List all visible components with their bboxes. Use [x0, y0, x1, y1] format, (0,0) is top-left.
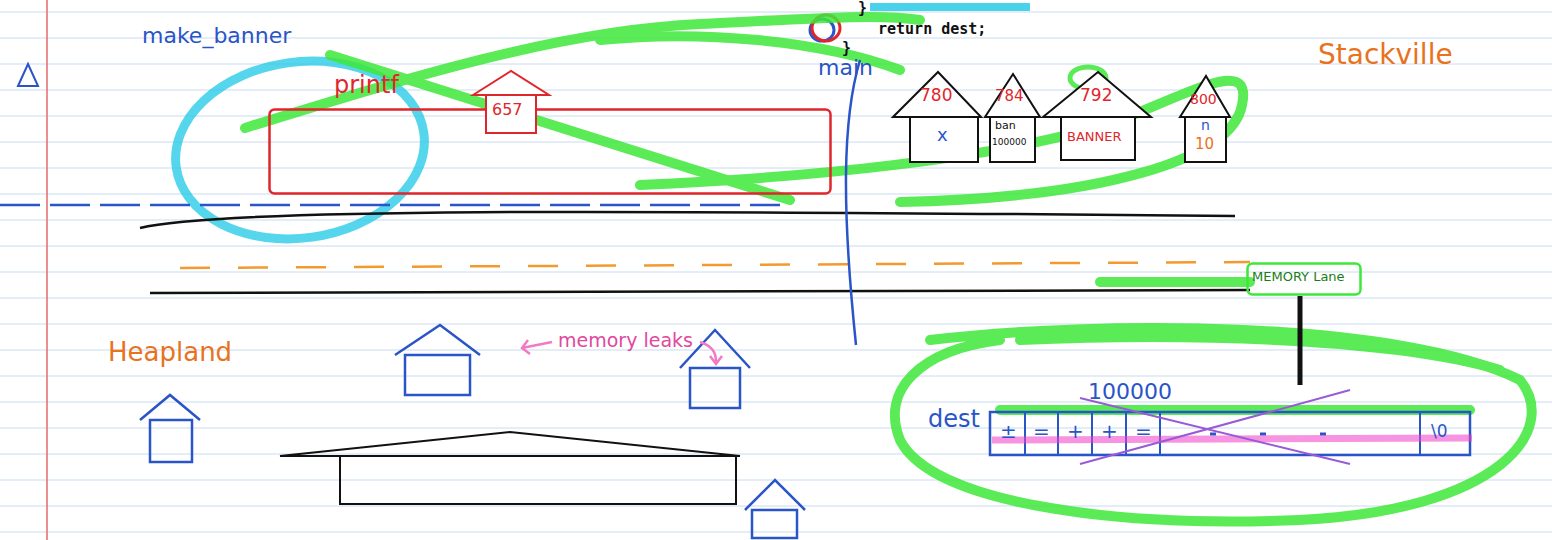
- array-divider: [1419, 412, 1421, 455]
- green-scribbles: [245, 17, 1532, 521]
- house-body: [486, 95, 536, 133]
- code-text: return dest;: [878, 21, 986, 38]
- function-name: main: [818, 56, 873, 80]
- variable-value: 10: [1195, 136, 1214, 153]
- house: 784 ban 100000: [985, 70, 1041, 165]
- house-roof: [1180, 76, 1230, 117]
- house-roof: [473, 71, 549, 95]
- house-roof: [893, 72, 981, 117]
- frame-name: printf: [334, 72, 399, 98]
- heap-array: dest 100000 ± = + + = \0: [920, 380, 1480, 465]
- pointer-name: dest: [928, 406, 980, 432]
- node-outline: [268, 108, 832, 195]
- cyan-loop: [164, 45, 436, 254]
- house: 780 x: [893, 70, 983, 165]
- array-divider: [1024, 412, 1026, 455]
- note-text: memory leaks: [558, 330, 693, 351]
- node-outline: [985, 70, 1041, 165]
- outline-rect: [270, 110, 831, 194]
- pink-highlight: [992, 438, 1472, 440]
- array-divider: [1125, 412, 1127, 455]
- house-roof: [1043, 72, 1151, 117]
- array-cell: =: [1135, 420, 1152, 442]
- array-cell: ±: [1000, 420, 1017, 442]
- heap-block: [280, 432, 740, 504]
- house-body: [990, 117, 1035, 162]
- region-name: Stackville: [1318, 40, 1453, 71]
- code-text: }: [842, 40, 851, 57]
- sign-text: MEMORY Lane: [1252, 270, 1345, 284]
- stack-frame: printf657: [268, 108, 832, 195]
- array-cell: +: [1101, 420, 1118, 442]
- code-text: }: [858, 0, 867, 17]
- address-number: 780: [920, 86, 952, 105]
- horizon-line: [0, 204, 780, 207]
- road-center-line: [180, 262, 1250, 268]
- array-cell: +: [1067, 420, 1084, 442]
- node-outline: [1043, 70, 1153, 165]
- size-value: 100000: [1088, 380, 1172, 404]
- house: 657: [473, 71, 549, 141]
- variable-value: BANNER: [1067, 130, 1122, 144]
- house-body: [1185, 117, 1226, 162]
- variable-name: x: [937, 125, 948, 145]
- array-cell: =: [1033, 420, 1050, 442]
- outline-rect: [1248, 264, 1361, 295]
- variable-name: n: [1201, 118, 1210, 133]
- street-sign: MEMORY Lane: [1246, 262, 1362, 296]
- house-body: [1061, 117, 1135, 160]
- triangle-mark: [18, 64, 38, 86]
- heap-houses: [140, 325, 805, 538]
- variable-name: ban: [995, 120, 1016, 132]
- sign-post: [1298, 296, 1303, 385]
- road-edge: [150, 290, 1250, 293]
- address-number: 657: [492, 101, 523, 119]
- address-number: 784: [995, 88, 1024, 105]
- house: 800 n 10: [1180, 70, 1232, 165]
- array-divider: [1091, 412, 1093, 455]
- house-body: [910, 117, 978, 162]
- array-divider: [1057, 412, 1059, 455]
- house: 792BANNER: [1043, 70, 1153, 165]
- address-number: 792: [1080, 86, 1112, 105]
- function-name: make_banner: [142, 24, 291, 48]
- road-edge: [140, 212, 1235, 228]
- cyan-stroke: [870, 3, 1030, 11]
- node-outline: [893, 70, 983, 165]
- divider-line: [846, 60, 860, 345]
- house-roof: [985, 74, 1040, 117]
- notebook-lines: [0, 12, 1552, 532]
- region-name: Heapland: [108, 338, 232, 367]
- address-number: 800: [1190, 92, 1217, 107]
- margin-line: [46, 0, 48, 540]
- array-cell: \0: [1431, 422, 1448, 441]
- variable-value: 100000: [992, 138, 1026, 148]
- array-box: [990, 412, 1470, 455]
